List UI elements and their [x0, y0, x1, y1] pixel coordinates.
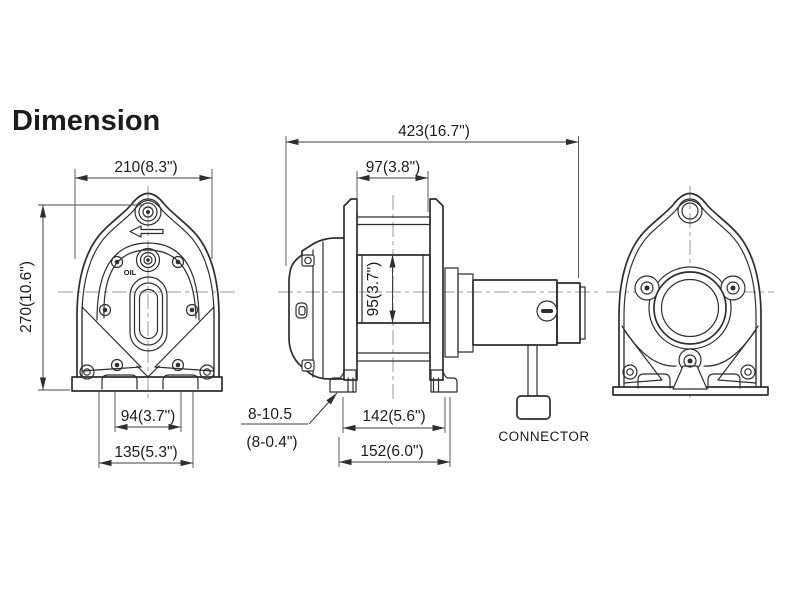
- side-right-plate: [429, 198, 458, 393]
- side-dimensions: 423(16.7") 97(3.8") 95(3.7") 8-10.5 (8-0…: [241, 123, 579, 467]
- dim-foot-span: 152(6.0"): [338, 397, 451, 467]
- dim-drum-diameter: 95(3.7"): [365, 255, 396, 323]
- rear-right-foot-slot: [707, 373, 741, 389]
- front-right-foot-slot: [162, 374, 199, 390]
- front-left-gusset: [81, 306, 142, 372]
- callout-mounting-holes-inch: (8-0.4"): [246, 434, 297, 451]
- dim-front-slot-span-label: 94(3.7"): [121, 408, 176, 425]
- motor-end-cap: [579, 286, 586, 340]
- side-gearbox: [288, 237, 348, 380]
- dim-front-height-label: 270(10.6"): [18, 261, 35, 333]
- rear-lug-hole: [677, 198, 703, 224]
- dim-overall-length: 423(16.7"): [285, 123, 579, 278]
- side-bottom-tie-bar: [356, 352, 431, 362]
- dim-foot-span-label: 152(6.0"): [360, 443, 423, 460]
- front-dimensions: 210(8.3") 270(10.6") 94(3.7") 135(5.3"): [18, 159, 213, 468]
- dim-front-base-span: 135(5.3"): [98, 392, 194, 468]
- connector-label: CONNECTOR: [498, 429, 589, 444]
- connector-stem: [527, 344, 538, 397]
- dim-front-width-label: 210(8.3"): [114, 159, 177, 176]
- front-dome-arch-inner: [103, 249, 197, 319]
- side-left-plate: [329, 198, 358, 393]
- motor-bracket-outer: [457, 273, 474, 353]
- rear-bore-outer: [653, 271, 727, 345]
- dim-front-height: 270(10.6"): [18, 204, 144, 391]
- rear-view: [606, 186, 774, 402]
- side-view: CONNECTOR: [278, 195, 600, 444]
- front-view: OIL: [58, 186, 238, 402]
- gearbox-top-bolt: [301, 254, 315, 267]
- front-cover-screws: [98, 255, 199, 372]
- dim-foot-slot-span-label: 142(5.6"): [362, 408, 425, 425]
- front-center-notch: [136, 365, 160, 378]
- front-housing-inner-contour: [81, 199, 215, 378]
- front-housing-outline: [76, 192, 220, 378]
- connector: [516, 344, 551, 420]
- front-top-lug-bolt: [134, 198, 162, 226]
- rotation-arrow-icon: [129, 225, 164, 238]
- rear-right-gusset: [717, 329, 757, 384]
- rear-bearing-flange: [634, 266, 746, 390]
- dim-front-width: 210(8.3"): [74, 159, 213, 259]
- side-right-foot: [430, 369, 458, 393]
- rear-housing-outline: [618, 192, 762, 388]
- dim-drum-width: 97(3.8"): [356, 159, 429, 212]
- rear-right-arc: [703, 325, 759, 367]
- dim-foot-slot-span: 142(5.6"): [342, 397, 446, 433]
- side-motor: [444, 267, 586, 358]
- connector-plug: [516, 395, 551, 420]
- rear-left-foot-slot: [637, 373, 671, 389]
- motor-bracket-inner: [444, 267, 459, 358]
- oil-label: OIL: [124, 268, 137, 277]
- rear-housing-inner-contour: [623, 199, 757, 388]
- rear-bottom-bridge: [672, 365, 708, 390]
- dim-front-slot-span: 94(3.7"): [114, 392, 182, 432]
- dim-overall-length-label: 423(16.7"): [398, 123, 470, 140]
- gearbox-bottom-bolt: [301, 359, 315, 372]
- callout-mounting-holes: 8-10.5 (8-0.4"): [241, 392, 338, 451]
- front-dome-arch-outer: [96, 242, 200, 321]
- rear-bore-inner: [660, 278, 720, 338]
- page-title: Dimension: [12, 105, 160, 137]
- side-top-tie-bar: [356, 216, 431, 226]
- front-right-gusset: [154, 306, 215, 372]
- front-base-screws: [79, 364, 215, 380]
- front-oil-plug: [135, 247, 161, 273]
- dim-front-base-span-label: 135(5.3"): [114, 444, 177, 461]
- callout-mounting-holes-mm: 8-10.5: [248, 406, 292, 423]
- front-base-plate: [71, 376, 223, 392]
- side-left-foot: [329, 369, 357, 393]
- front-sight-glass: [129, 276, 168, 352]
- rear-left-arc: [621, 325, 677, 367]
- rear-base-screws: [622, 364, 756, 380]
- dim-drum-diameter-label: 95(3.7"): [365, 262, 382, 317]
- front-left-foot-slot: [101, 374, 138, 390]
- rear-left-gusset: [623, 329, 663, 384]
- dim-drum-width-label: 97(3.8"): [366, 159, 421, 176]
